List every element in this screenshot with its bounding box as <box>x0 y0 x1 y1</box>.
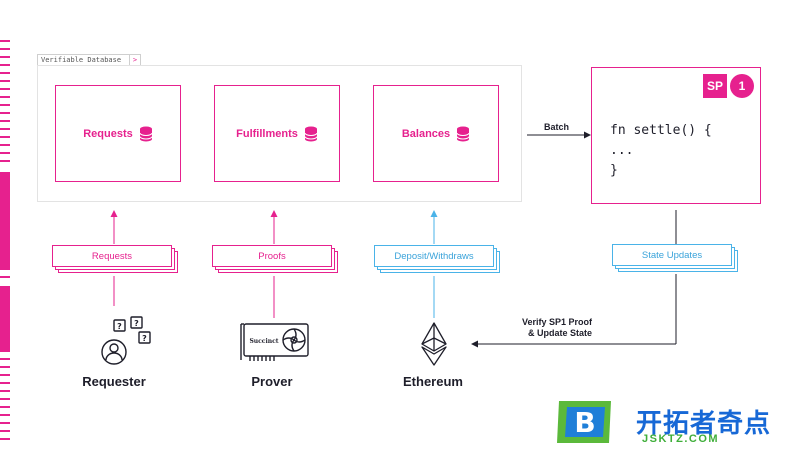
code-line-3: } <box>610 163 618 178</box>
verify-label-line-1: Verify SP1 Proof <box>521 317 592 327</box>
fulfillments-store: Fulfillments <box>214 85 340 182</box>
ethereum-icon <box>421 322 447 366</box>
deposit-flow-stack: Deposit/Withdraws <box>374 245 500 273</box>
batch-arrow <box>527 131 591 139</box>
sp1-program-box: SP 1 fn settle() { ... } <box>591 67 761 204</box>
database-icon <box>304 126 318 141</box>
balances-store: Balances <box>373 85 499 182</box>
verify-label-line-2: & Update State <box>527 328 592 338</box>
state-flow-arrowhead <box>471 340 478 348</box>
watermark-chinese-text: 开拓者奇点 <box>636 408 772 438</box>
svg-text:?: ? <box>142 334 147 343</box>
svg-text:?: ? <box>117 322 122 331</box>
requests-flow-arrowhead <box>110 210 118 217</box>
code-line-2: ... <box>610 143 634 158</box>
sp1-badge: SP 1 <box>703 74 754 98</box>
watermark-logo: B <box>557 401 611 443</box>
chevron-right-icon: > <box>129 55 140 65</box>
watermark-url: JSKTZ.COM <box>642 433 720 445</box>
verifiable-database-label: Verifiable Database <box>41 56 122 64</box>
ethereum-label: Ethereum <box>403 374 463 389</box>
deposit-flow-label: Deposit/Withdraws <box>374 245 494 267</box>
deposit-flow-arrowhead <box>430 210 438 217</box>
watermark-logo-letter: B <box>574 406 595 439</box>
balances-store-label: Balances <box>401 127 451 140</box>
verifiable-database-tab: Verifiable Database > <box>37 54 141 65</box>
requests-flow-stack: Requests <box>52 245 178 273</box>
gpu-brand-label: Succinct <box>249 338 278 345</box>
sp1-badge-number: 1 <box>730 74 754 98</box>
gpu-icon: Succinct <box>240 323 309 361</box>
prover-label: Prover <box>251 374 293 389</box>
proofs-flow-label: Proofs <box>212 245 332 267</box>
proofs-flow-stack: Proofs <box>212 245 338 273</box>
requester-icon: ? ? ? <box>101 316 151 365</box>
requester-label: Requester <box>82 374 146 389</box>
svg-text:?: ? <box>134 319 139 328</box>
state-updates-label: State Updates <box>612 244 732 266</box>
proofs-flow-arrowhead <box>270 210 278 217</box>
requests-store: Requests <box>55 85 181 182</box>
database-icon <box>139 126 153 141</box>
state-updates-stack: State Updates <box>612 244 738 272</box>
database-icon <box>456 126 470 141</box>
batch-label: Batch <box>544 122 570 132</box>
verify-label: Verify SP1 Proof & Update State <box>500 317 592 339</box>
sp1-badge-text: SP <box>703 74 727 98</box>
requests-flow-label: Requests <box>52 245 172 267</box>
fulfillments-store-label: Fulfillments <box>236 127 298 140</box>
requests-store-label: Requests <box>83 127 133 140</box>
code-line-1: fn settle() { <box>610 123 712 138</box>
